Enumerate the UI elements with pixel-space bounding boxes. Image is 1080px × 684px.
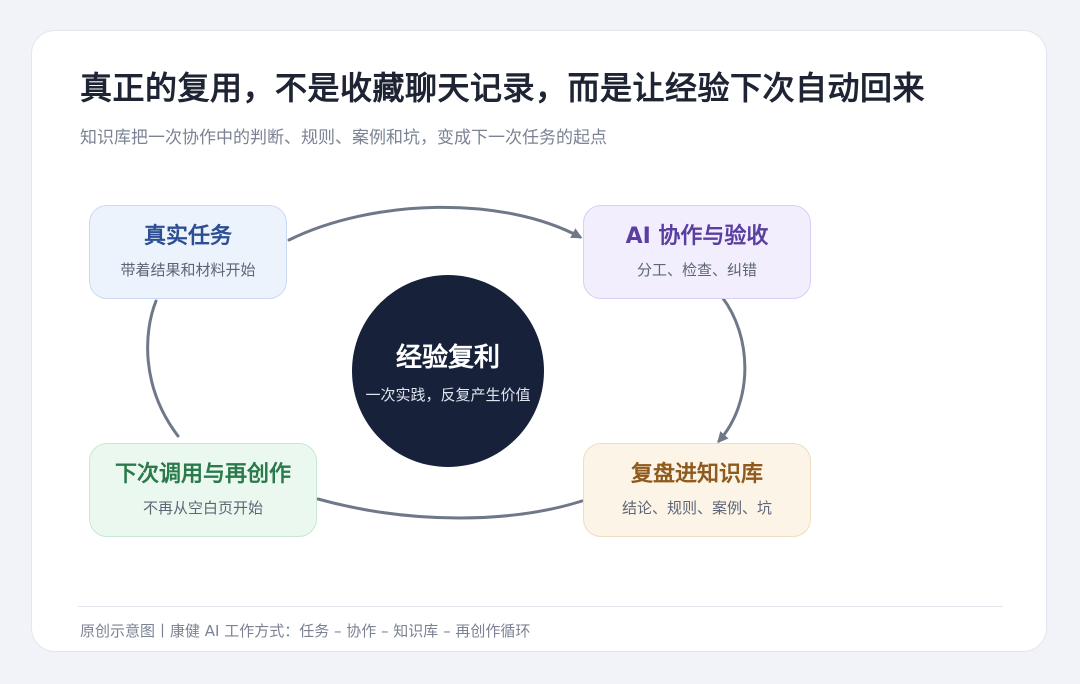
footer-divider <box>78 606 1003 607</box>
center-subtitle: 一次实践，反复产生价值 <box>365 386 531 404</box>
node-subtitle: 不再从空白页开始 <box>142 498 263 517</box>
node-title: 真实任务 <box>143 224 232 250</box>
connector-right-arc <box>717 295 747 444</box>
node-subtitle: 结论、规则、案例、坑 <box>621 498 772 517</box>
footer-caption: 原创示意图丨康健 AI 工作方式：任务 – 协作 – 知识库 – 再创作循环 <box>80 622 531 640</box>
connector-bottom-arc <box>316 497 584 520</box>
connector-top-arc <box>287 205 583 242</box>
node-real-task: 真实任务 带着结果和材料开始 <box>89 205 287 299</box>
node-ai-collaboration: AI 协作与验收 分工、检查、纠错 <box>583 205 811 299</box>
node-title: 复盘进知识库 <box>630 462 763 488</box>
node-reuse-recreate: 下次调用与再创作 不再从空白页开始 <box>89 443 317 537</box>
cycle-connectors <box>146 205 747 520</box>
center-title: 经验复利 <box>395 343 500 373</box>
node-title: AI 协作与验收 <box>625 224 769 250</box>
node-title: 下次调用与再创作 <box>114 462 291 488</box>
node-subtitle: 分工、检查、纠错 <box>636 260 757 279</box>
page-subtitle: 知识库把一次协作中的判断、规则、案例和坑，变成下一次任务的起点 <box>80 128 607 148</box>
node-review-knowledge-base: 复盘进知识库 结论、规则、案例、坑 <box>583 443 811 537</box>
connector-left-arc <box>146 299 180 438</box>
node-subtitle: 带着结果和材料开始 <box>120 260 256 279</box>
center-circle: 经验复利 一次实践，反复产生价值 <box>352 275 544 467</box>
main-card: 真正的复用，不是收藏聊天记录，而是让经验下次自动回来 知识库把一次协作中的判断、… <box>31 30 1047 652</box>
page-title: 真正的复用，不是收藏聊天记录，而是让经验下次自动回来 <box>80 69 926 107</box>
